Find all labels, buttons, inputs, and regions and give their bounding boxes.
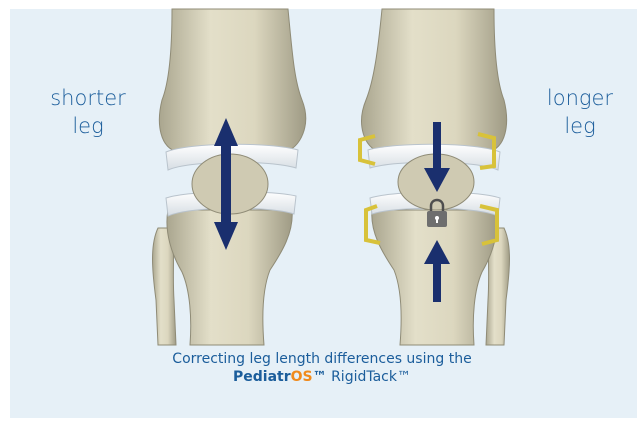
brand-os: OS [291,369,313,385]
caption-line1: Correcting leg length differences using … [0,350,644,368]
right-knee [360,9,510,345]
product-name: RigidTack™ [327,369,411,385]
brand-tm: ™ [313,369,327,385]
caption: Correcting leg length differences using … [0,350,644,386]
left-knee [153,9,306,345]
caption-line2: PediatrOS™ RigidTack™ [0,368,644,386]
brand-name: Pediatr [233,369,291,385]
left-femur [159,9,305,152]
